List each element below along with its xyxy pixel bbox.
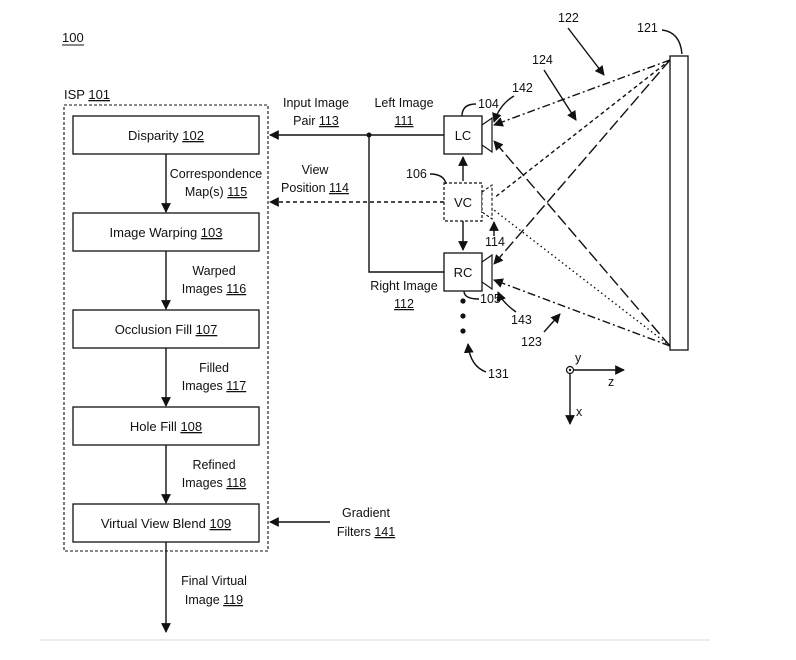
svg-text:Pair 113: Pair 113 xyxy=(293,114,339,128)
figure-number: 100 xyxy=(62,30,84,45)
svg-text:Gradient: Gradient xyxy=(342,506,390,520)
svg-text:Filters 141: Filters 141 xyxy=(337,525,395,539)
refined-images-label: Refined Images 118 xyxy=(182,458,246,490)
ref-122: 122 xyxy=(558,11,579,25)
svg-text:Virtual View Blend 109: Virtual View Blend 109 xyxy=(101,516,231,531)
disparity-block: Disparity 102 xyxy=(72,115,260,155)
ref-123: 123 xyxy=(521,335,542,349)
svg-text:Warped: Warped xyxy=(192,264,235,278)
left-camera: LC xyxy=(443,115,493,155)
right-camera: RC xyxy=(443,252,493,292)
svg-text:Images 118: Images 118 xyxy=(182,476,246,490)
view-position-label: View Position 114 xyxy=(281,163,349,195)
svg-text:Filled: Filled xyxy=(199,361,229,375)
svg-text:Images 117: Images 117 xyxy=(182,379,246,393)
ref-143: 143 xyxy=(511,313,532,327)
hole-fill-block: Hole Fill 108 xyxy=(72,406,260,446)
right-image-label: Right Image 112 xyxy=(370,279,437,311)
isp-label: ISP 101 xyxy=(64,87,110,102)
svg-text:112: 112 xyxy=(394,297,414,311)
svg-text:Disparity 102: Disparity 102 xyxy=(128,128,204,143)
input-image-pair-label: Input Image Pair 113 xyxy=(283,96,349,128)
svg-text:Map(s) 115: Map(s) 115 xyxy=(185,185,247,199)
svg-text:Refined: Refined xyxy=(192,458,235,472)
ref-121: 121 xyxy=(637,21,658,35)
svg-text:Image 119: Image 119 xyxy=(185,593,243,607)
svg-text:y: y xyxy=(575,351,582,365)
occlusion-fill-block: Occlusion Fill 107 xyxy=(72,309,260,349)
warped-images-label: Warped Images 116 xyxy=(182,264,246,296)
ref-142: 142 xyxy=(512,81,533,95)
ref-131: 131 xyxy=(488,367,509,381)
virtual-camera: VC xyxy=(443,182,493,222)
svg-text:Right Image: Right Image xyxy=(370,279,437,293)
virtual-view-blend-block: Virtual View Blend 109 xyxy=(72,503,260,543)
ref-105: 105 xyxy=(480,292,501,306)
svg-text:VC: VC xyxy=(454,195,472,210)
svg-text:Correspondence: Correspondence xyxy=(170,167,262,181)
filled-images-label: Filled Images 117 xyxy=(182,361,246,393)
correspondence-maps-label: Correspondence Map(s) 115 xyxy=(170,167,262,199)
svg-text:Input Image: Input Image xyxy=(283,96,349,110)
image-warping-block: Image Warping 103 xyxy=(72,212,260,252)
ref-124: 124 xyxy=(532,53,553,67)
svg-text:View: View xyxy=(302,163,330,177)
svg-text:RC: RC xyxy=(454,265,473,280)
coordinate-axes: y z x xyxy=(565,351,625,425)
svg-text:Final Virtual: Final Virtual xyxy=(181,574,247,588)
ref-106: 106 xyxy=(406,167,427,181)
gradient-filters-label: Gradient Filters 141 xyxy=(337,506,395,539)
svg-text:Image Warping 103: Image Warping 103 xyxy=(110,225,223,240)
svg-text:x: x xyxy=(576,405,583,419)
svg-text:LC: LC xyxy=(455,128,472,143)
svg-text:Left Image: Left Image xyxy=(374,96,433,110)
svg-text:Images 116: Images 116 xyxy=(182,282,246,296)
left-image-label: Left Image 111 xyxy=(374,96,433,128)
svg-text:Hole Fill 108: Hole Fill 108 xyxy=(130,419,202,434)
scene-surface xyxy=(669,55,689,351)
svg-text:Occlusion Fill 107: Occlusion Fill 107 xyxy=(115,322,218,337)
svg-text:111: 111 xyxy=(394,114,413,128)
svg-text:z: z xyxy=(608,375,614,389)
final-virtual-image-label: Final Virtual Image 119 xyxy=(181,574,247,607)
ref-114-secondary: 114 xyxy=(485,235,505,249)
svg-text:Position 114: Position 114 xyxy=(281,181,349,195)
ref-104: 104 xyxy=(478,97,499,111)
